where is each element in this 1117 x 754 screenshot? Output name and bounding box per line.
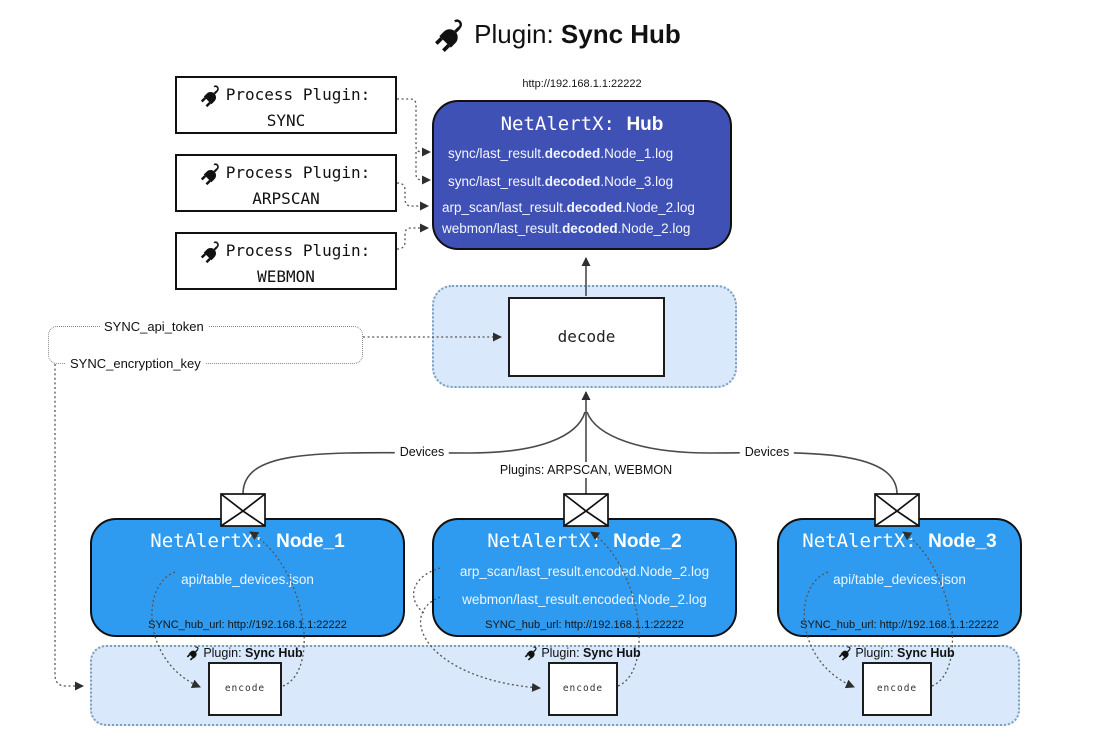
hub-log-line: webmon/last_result.decoded.Node_2.log — [442, 221, 691, 236]
plug-icon — [184, 644, 204, 664]
plug-icon — [836, 644, 856, 664]
process-plugin-label-row: Process Plugin: — [177, 160, 395, 186]
process-plugin-name: SYNC — [266, 111, 306, 130]
plug-icon — [196, 236, 227, 267]
connector-sync-to-hubline1 — [397, 98, 431, 157]
node3-box: NetAlertX: Node_3 api/table_devices.json… — [777, 518, 1022, 637]
connector-sync-to-hubline2 — [415, 152, 431, 185]
node2-box: NetAlertX: Node_2 arp_scan/last_result.e… — [432, 518, 737, 637]
process-plugin-arpscan-box: Process Plugin: ARPSCAN — [175, 154, 397, 212]
connector-webmon-to-hubline4 — [396, 223, 429, 250]
plug-icon — [196, 158, 227, 189]
encoder-plugin-label: Plugin: Sync Hub — [836, 644, 955, 664]
connector-key-to-encode-panel — [54, 364, 84, 691]
hub-title: NetAlertX: Hub — [434, 113, 730, 136]
node-hub-url: SYNC_hub_url: http://192.168.1.1:22222 — [800, 619, 999, 631]
page-title: Plugin: Sync Hub — [0, 14, 1117, 54]
plug-icon — [522, 644, 542, 664]
node-hub-url: SYNC_hub_url: http://192.168.1.1:22222 — [148, 619, 347, 631]
hub-title-name: Hub — [626, 114, 664, 135]
sync-encryption-key-label: SYNC_encryption_key — [66, 356, 205, 371]
process-plugin-sync-box: Process Plugin: SYNC — [175, 76, 397, 134]
plugins-middle-label: Plugins: ARPSCAN, WEBMON — [494, 462, 678, 478]
encoder-plugin-label: Plugin: Sync Hub — [184, 644, 303, 664]
node1-box: NetAlertX: Node_1 api/table_devices.json… — [90, 518, 405, 637]
process-plugin-label: Process Plugin: — [225, 163, 371, 182]
title-name: Sync Hub — [560, 19, 681, 49]
decode-box: decode — [508, 297, 665, 377]
hub-box: NetAlertX: Hub sync/last_result.decoded.… — [432, 100, 732, 250]
hub-title-prefix: NetAlertX: — [500, 113, 627, 135]
process-plugin-label: Process Plugin: — [225, 241, 371, 260]
process-plugin-label-row: Process Plugin: — [177, 238, 395, 264]
plug-icon — [196, 80, 227, 111]
node-title: NetAlertX: Node_1 — [150, 530, 345, 552]
process-plugin-name: ARPSCAN — [252, 189, 320, 208]
process-plugin-label-row: Process Plugin: — [177, 82, 395, 108]
node-file-line: arp_scan/last_result.encoded.Node_2.log — [459, 564, 710, 579]
hub-log-line: sync/last_result.decoded.Node_1.log — [448, 146, 674, 161]
node-file-line: api/table_devices.json — [181, 572, 314, 587]
devices-right-label: Devices — [739, 444, 795, 460]
sync-api-token-label: SYNC_api_token — [100, 319, 208, 334]
encode-box: encode — [862, 662, 932, 716]
plug-icon — [429, 13, 474, 58]
node-title: NetAlertX: Node_3 — [802, 530, 997, 552]
encode-box: encode — [208, 662, 282, 716]
hub-log-line: arp_scan/last_result.decoded.Node_2.log — [442, 200, 695, 215]
node-title: NetAlertX: Node_2 — [487, 530, 682, 552]
devices-left-label: Devices — [394, 444, 450, 460]
connector-arpscan-to-hubline3 — [396, 182, 429, 211]
node-file-line: api/table_devices.json — [833, 572, 966, 587]
title-prefix: Plugin: — [474, 19, 561, 49]
node-hub-url: SYNC_hub_url: http://192.168.1.1:22222 — [485, 619, 684, 631]
process-plugin-name: WEBMON — [257, 267, 315, 286]
process-plugin-label: Process Plugin: — [225, 85, 371, 104]
encode-box: encode — [548, 662, 618, 716]
hub-log-line: sync/last_result.decoded.Node_3.log — [448, 174, 674, 189]
node-file-line: webmon/last_result.encoded.Node_2.log — [462, 592, 707, 607]
hub-url-label: http://192.168.1.1:22222 — [522, 78, 642, 90]
encoder-plugin-label: Plugin: Sync Hub — [522, 644, 641, 664]
process-plugin-webmon-box: Process Plugin: WEBMON — [175, 232, 397, 290]
